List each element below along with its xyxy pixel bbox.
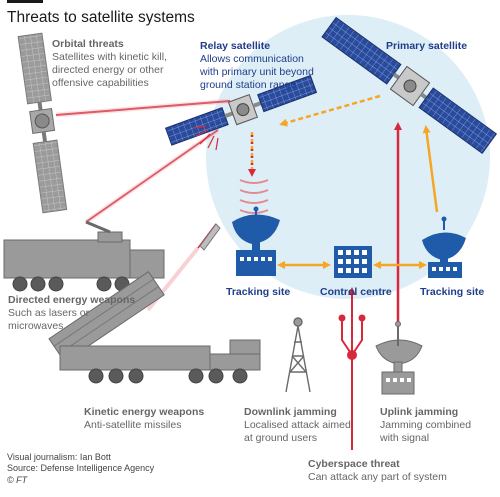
title-rule — [7, 0, 43, 3]
label-primary-satellite: Primary satellite — [386, 40, 468, 52]
radio-mast-icon — [285, 317, 311, 393]
footer-credit: Visual journalism: Ian Bott — [7, 452, 111, 462]
relay-satellite-icon — [164, 74, 318, 146]
footer-copyright: © FT — [7, 474, 28, 485]
jamming-waves — [239, 179, 269, 214]
footer: Visual journalism: Ian Bott Source: Defe… — [7, 452, 154, 486]
label-tracking-site-right: Tracking site — [420, 286, 485, 298]
relay-link-arrow — [279, 94, 381, 127]
uplink-dish-icon — [375, 321, 423, 395]
label-uplink-jamming: Uplink jamming Jamming combined with sig… — [380, 406, 472, 445]
label-downlink-jamming: Downlink jamming Localised attack aimed … — [244, 406, 351, 445]
cyber-network-icon — [338, 287, 366, 450]
control-centre-icon — [334, 246, 372, 278]
footer-source: Source: Defense Intelligence Agency — [7, 463, 155, 474]
label-tracking-site-left: Tracking site — [226, 286, 291, 298]
label-relay-satellite: Relay satellite Allows communication wit… — [200, 40, 314, 92]
label-orbital-threats: Orbital threats Satellites with kinetic … — [52, 38, 167, 90]
label-cyberspace-threat: Cyberspace threat Can attack any part of… — [308, 458, 447, 484]
label-directed-energy: Directed energy weapons Such as lasers o… — [8, 294, 136, 333]
missile-launcher-icon — [48, 270, 261, 384]
primary-satellite-icon — [321, 16, 498, 155]
laser-truck-icon — [3, 220, 165, 292]
label-control-centre: Control centre — [320, 286, 392, 298]
tracking-dish-icon — [422, 216, 466, 278]
tracking-dish-icon — [232, 206, 280, 276]
page-title: Threats to satellite systems — [7, 9, 195, 26]
orbital-laser-beams — [55, 98, 231, 225]
uplink-arrow — [422, 125, 439, 213]
orbital-threat-satellite-icon — [17, 32, 68, 214]
impact-burst — [193, 125, 219, 151]
label-kinetic-energy: Kinetic energy weapons Anti-satellite mi… — [84, 406, 205, 432]
